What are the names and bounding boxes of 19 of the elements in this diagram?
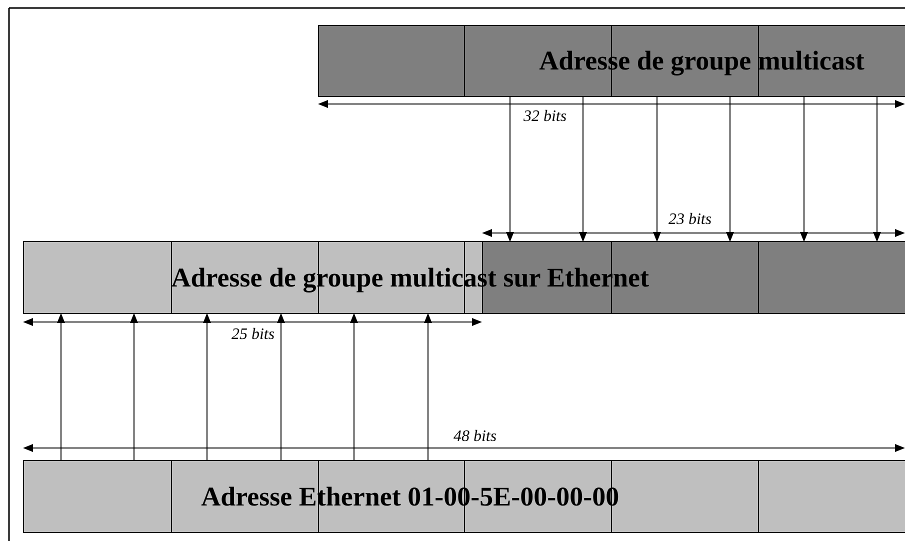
address-field-bar (23, 460, 905, 533)
arrow (203, 313, 211, 460)
arrow (424, 313, 432, 460)
arrow (506, 96, 514, 242)
dimension-label: 48 bits (453, 428, 497, 446)
address-field-bar (318, 25, 905, 97)
arrow (579, 96, 587, 242)
arrow (350, 313, 358, 460)
arrow (277, 313, 285, 460)
arrow (57, 313, 65, 460)
arrow (873, 96, 881, 242)
address-field-bar (23, 241, 905, 314)
arrow (130, 313, 138, 460)
arrow (800, 96, 808, 242)
arrow (726, 96, 734, 242)
dimension-label: 23 bits (668, 211, 712, 229)
dimension-label: 25 bits (231, 326, 275, 344)
arrow (653, 96, 661, 242)
dimension-label: 32 bits (523, 108, 567, 126)
